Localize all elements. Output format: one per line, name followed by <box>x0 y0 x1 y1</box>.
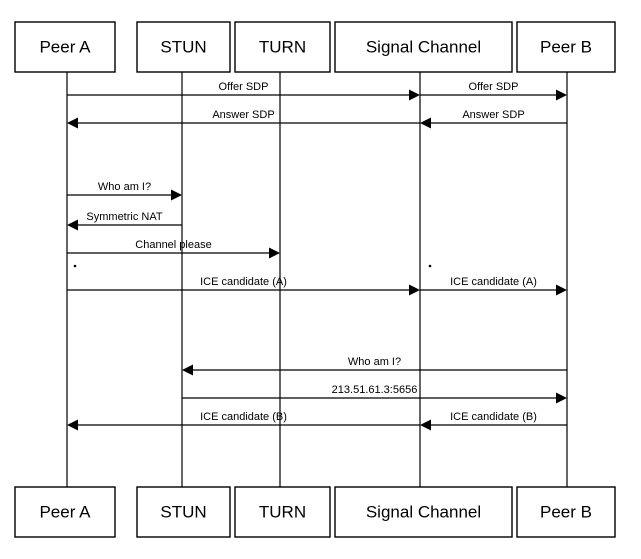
message-m6[interactable]: Symmetric NAT <box>67 211 182 231</box>
actor-box-signal-channel-header[interactable]: Signal Channel <box>334 21 513 73</box>
message-arrowhead <box>269 247 280 259</box>
message-arrowhead <box>556 89 567 101</box>
message-arrowhead <box>420 419 431 431</box>
message-m11[interactable]: 213.51.61.3:5656 <box>182 384 567 404</box>
message-label: Who am I? <box>98 181 151 193</box>
actor-box-peer-a-footer[interactable]: Peer A <box>14 486 116 538</box>
actor-box-frame <box>334 21 513 73</box>
message-m9[interactable]: ICE candidate (A) <box>420 276 567 296</box>
actor-box-signal-channel-footer[interactable]: Signal Channel <box>334 486 513 538</box>
actor-header-boxes: Peer A STUN TURN Signal Channel Peer B <box>14 21 616 73</box>
actor-box-stun-footer[interactable]: STUN <box>136 486 231 538</box>
actor-label-peer-b: Peer B <box>540 502 592 521</box>
message-label: Answer SDP <box>462 109 524 121</box>
actor-box-frame <box>14 486 116 538</box>
actor-label-signal-channel: Signal Channel <box>366 502 481 521</box>
message-label: Offer SDP <box>469 81 519 93</box>
actor-label-turn: TURN <box>259 37 306 56</box>
dot-peer-a <box>73 264 77 268</box>
message-label: Symmetric NAT <box>86 211 162 223</box>
actor-label-stun: STUN <box>160 502 206 521</box>
lifelines-layer <box>66 72 568 487</box>
actor-footer-boxes: Peer A STUN TURN Signal Channel Peer B <box>14 486 616 538</box>
message-arrowhead <box>409 89 420 101</box>
message-label: Channel please <box>135 239 211 251</box>
message-label: ICE candidate (B) <box>200 411 287 423</box>
actor-box-peer-a-header[interactable]: Peer A <box>14 21 116 73</box>
actor-box-turn-footer[interactable]: TURN <box>234 486 331 538</box>
actor-box-frame <box>516 486 616 538</box>
actor-label-peer-b: Peer B <box>540 37 592 56</box>
message-m12[interactable]: ICE candidate (B) <box>67 411 420 431</box>
message-label: ICE candidate (A) <box>450 276 537 288</box>
message-m5[interactable]: Who am I? <box>67 181 182 201</box>
message-m10[interactable]: Who am I? <box>182 356 567 376</box>
message-label: ICE candidate (A) <box>200 276 287 288</box>
message-arrowhead <box>556 284 567 296</box>
message-arrowhead <box>67 419 78 431</box>
actor-box-peer-b-footer[interactable]: Peer B <box>516 486 616 538</box>
actor-label-stun: STUN <box>160 37 206 56</box>
message-m2[interactable]: Offer SDP <box>420 81 567 101</box>
message-arrowhead <box>171 189 182 201</box>
messages-layer: Offer SDP Offer SDP Answer SDP Answer SDP Wh… <box>67 81 567 431</box>
message-label: ICE candidate (B) <box>450 411 537 423</box>
dot-signal-channel <box>428 264 432 268</box>
actor-box-frame <box>136 486 231 538</box>
actor-box-peer-b-header[interactable]: Peer B <box>516 21 616 73</box>
message-label: Who am I? <box>348 356 401 368</box>
actor-box-turn-header[interactable]: TURN <box>234 21 331 73</box>
message-arrowhead <box>67 219 78 231</box>
message-label: Offer SDP <box>219 81 269 93</box>
message-arrowhead <box>182 364 193 376</box>
actor-box-frame <box>334 486 513 538</box>
actor-box-frame <box>14 21 116 73</box>
actor-label-turn: TURN <box>259 502 306 521</box>
message-arrowhead <box>420 117 431 129</box>
message-m7[interactable]: Channel please <box>67 239 280 259</box>
actor-box-frame <box>234 21 331 73</box>
message-m4[interactable]: Answer SDP <box>420 109 567 129</box>
message-m1[interactable]: Offer SDP <box>67 81 420 101</box>
actor-box-frame <box>234 486 331 538</box>
dot-markers-layer <box>73 264 432 268</box>
actor-box-stun-header[interactable]: STUN <box>136 21 231 73</box>
message-arrowhead <box>67 117 78 129</box>
message-arrowhead <box>409 284 420 296</box>
actor-label-peer-a: Peer A <box>39 502 91 521</box>
message-m13[interactable]: ICE candidate (B) <box>420 411 567 431</box>
message-label: 213.51.61.3:5656 <box>332 384 418 396</box>
actor-box-frame <box>516 21 616 73</box>
message-m8[interactable]: ICE candidate (A) <box>67 276 420 296</box>
message-label: Answer SDP <box>212 109 274 121</box>
message-arrowhead <box>556 392 567 404</box>
actor-box-frame <box>136 21 231 73</box>
message-m3[interactable]: Answer SDP <box>67 109 420 129</box>
actor-label-signal-channel: Signal Channel <box>366 37 481 56</box>
actor-label-peer-a: Peer A <box>39 37 91 56</box>
